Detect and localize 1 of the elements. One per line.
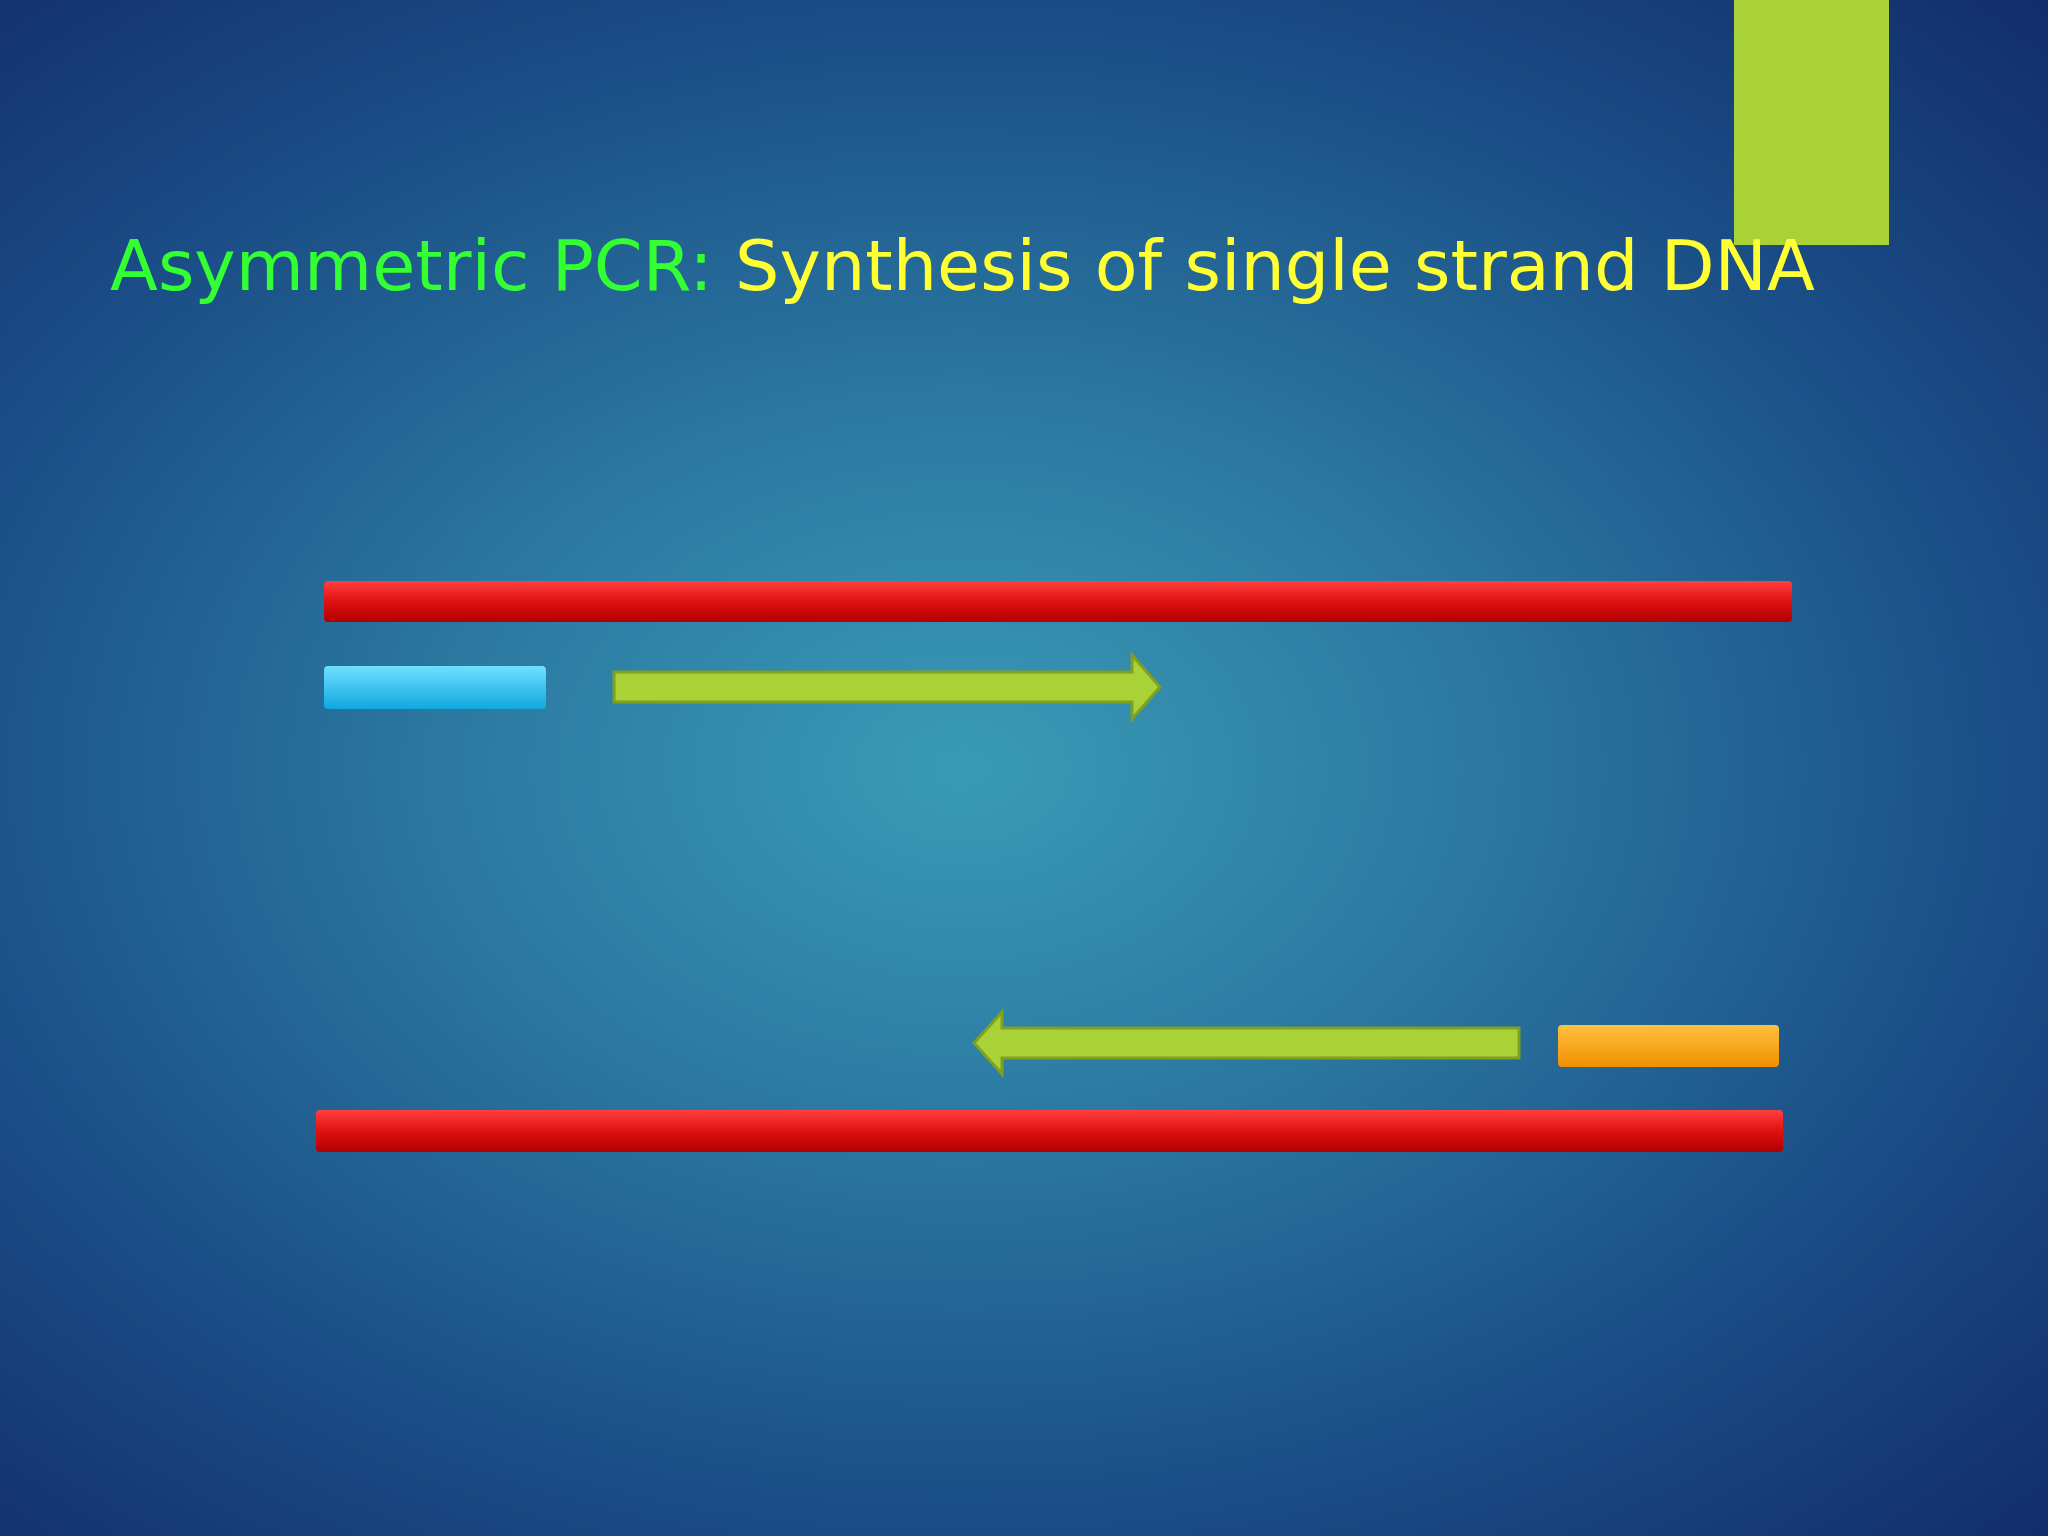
page-title: Asymmetric PCR: Synthesis of single strand DNA: [110, 225, 1815, 307]
